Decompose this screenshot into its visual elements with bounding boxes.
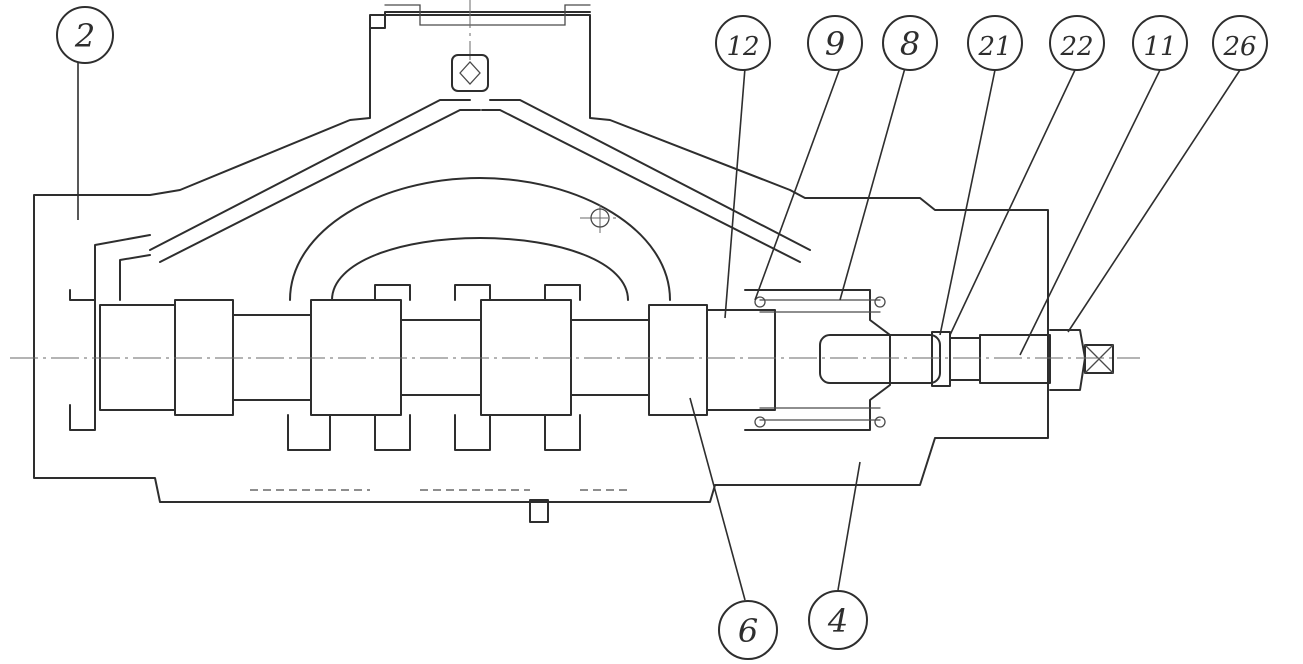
callout-12-label: 12 [726,32,759,62]
callout-9-label: 9 [825,25,845,63]
center-lines [10,0,1140,359]
callout-21-label: 21 [977,32,1011,62]
callout-12: 12 [715,15,771,71]
valve-body [33,4,1049,503]
lower-ports [250,284,630,523]
callout-4: 4 [808,590,868,650]
callout-6: 6 [718,600,778,660]
callout-22: 22 [1049,15,1105,71]
callout-9: 9 [807,15,863,71]
callout-11-label: 11 [1143,32,1176,62]
callout-2: 2 [56,6,114,64]
callout-26-label: 26 [1222,32,1256,62]
callout-8: 8 [882,15,938,71]
callout-11: 11 [1132,15,1188,71]
callout-4-label: 4 [827,602,848,640]
callout-8-label: 8 [900,25,920,63]
callout-6-label: 6 [738,612,758,650]
callout-2-label: 2 [74,17,95,55]
callout-22-label: 22 [1059,32,1093,62]
leader-lines [77,62,1241,601]
spring-cover [744,289,891,431]
callout-21: 21 [967,15,1023,71]
callout-26: 26 [1212,15,1268,71]
